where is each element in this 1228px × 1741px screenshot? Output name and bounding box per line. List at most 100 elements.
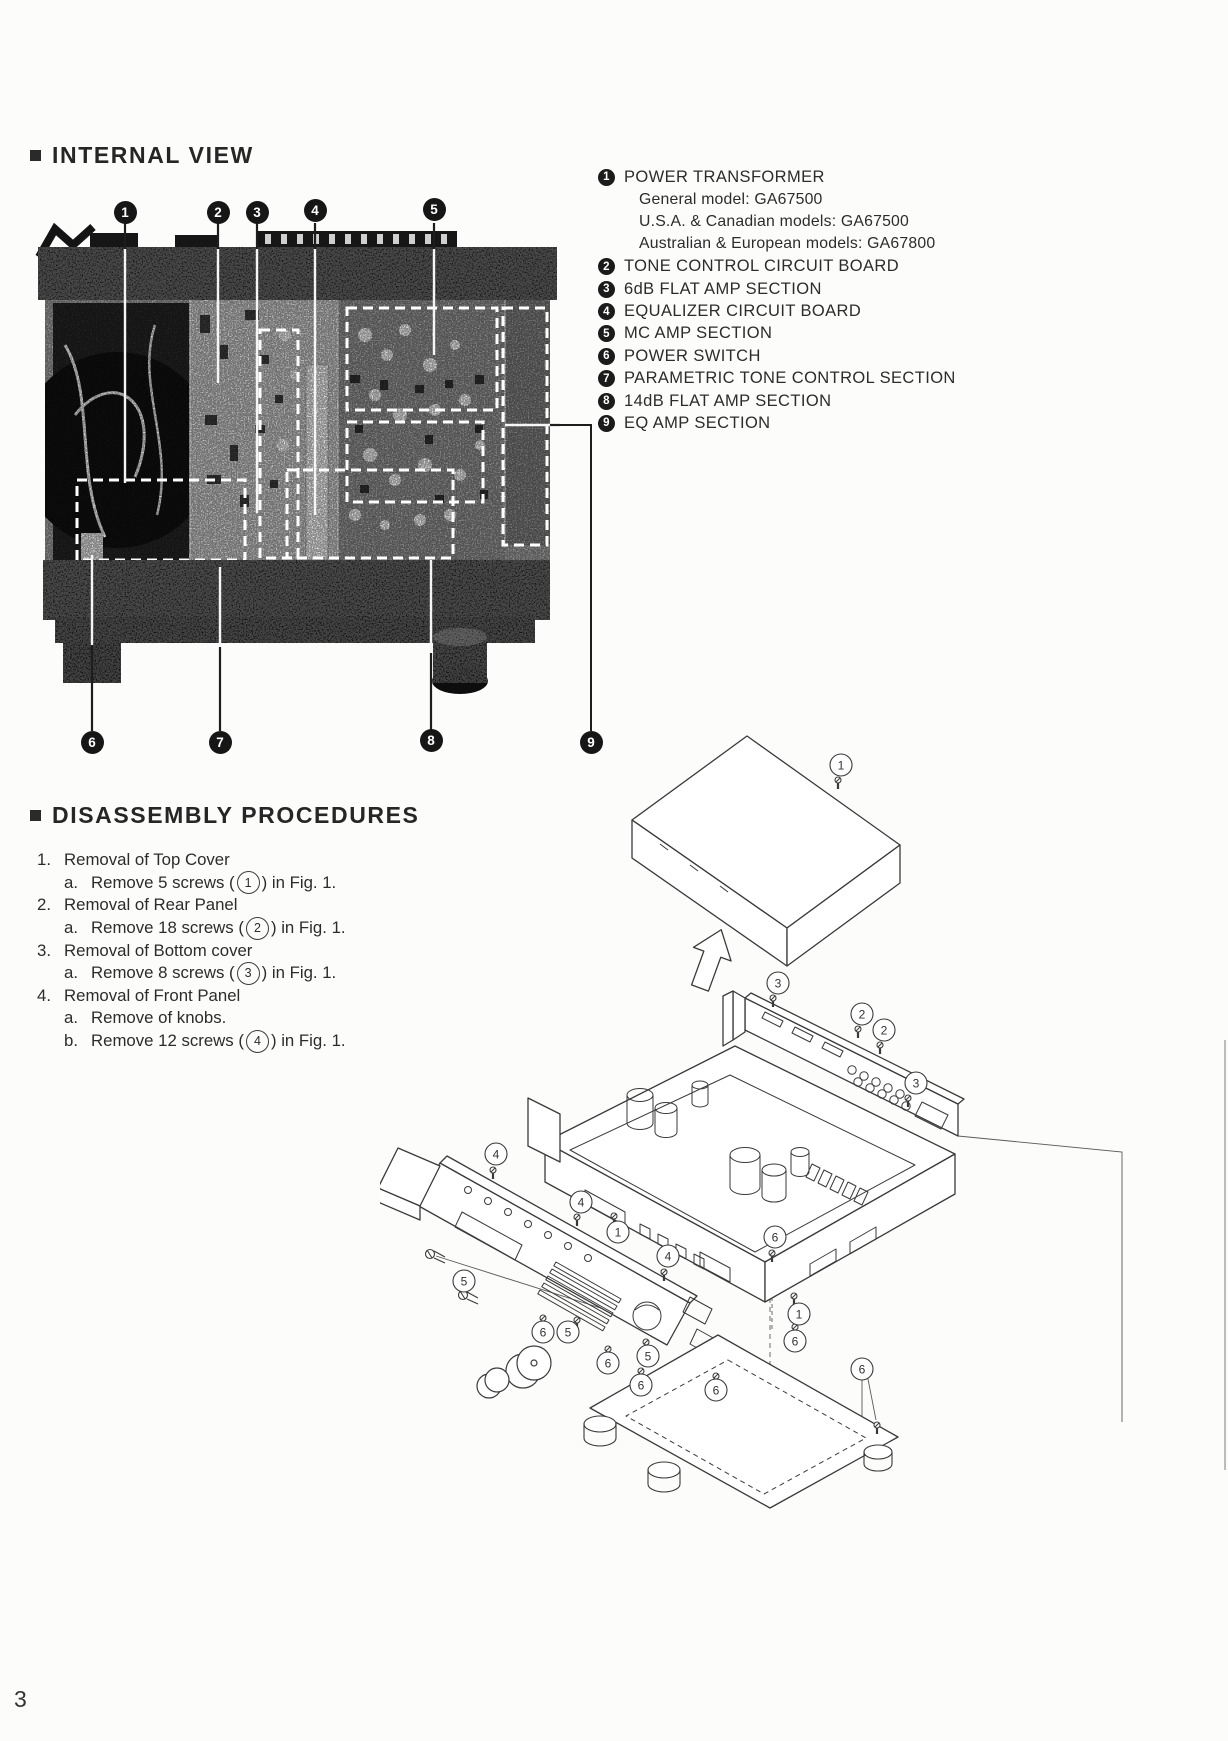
legend-bullet: 1	[598, 168, 615, 186]
top-cover	[631, 735, 901, 967]
fig-callout-number: 3	[775, 977, 782, 991]
fig-callout-number: 6	[713, 1384, 720, 1398]
section-outline-14db-flat-amp	[285, 468, 455, 560]
section-outline-parametric	[75, 478, 247, 562]
fig-callout-number: 3	[913, 1077, 920, 1091]
legend-item-6db-flat-amp: 3 6dB FLAT AMP SECTION	[598, 278, 1198, 300]
photo-callout-9: 9	[579, 730, 603, 754]
legend-item-14db-flat-amp: 8 14dB FLAT AMP SECTION	[598, 390, 1198, 412]
page-number: 3	[14, 1686, 27, 1712]
internal-view-legend: 1 POWER TRANSFORMER General model: GA675…	[598, 166, 1198, 435]
front-panel	[380, 1147, 716, 1399]
photo-callout-8: 8	[419, 728, 443, 752]
callout-9-connector-h	[559, 424, 592, 426]
legend-label: 6dB FLAT AMP SECTION	[624, 279, 822, 298]
fig-callout-number: 6	[772, 1231, 779, 1245]
legend-label: EQ AMP SECTION	[624, 413, 771, 432]
fig-callout-number: 6	[540, 1326, 547, 1340]
scan-edge-artifact	[1224, 1040, 1226, 1470]
step-title: Removal of Front Panel	[64, 985, 241, 1005]
fig-callout-number: 6	[792, 1335, 799, 1349]
power-cord	[35, 222, 96, 259]
substep-text: Remove 5 screws (	[91, 872, 235, 892]
legend-bullet: 2	[598, 258, 615, 276]
disassembly-steps: 1. Removal of Top Cover a. Remove 5 scre…	[37, 849, 477, 1053]
fig-callout-number: 5	[565, 1326, 572, 1340]
fig-callout-number: 5	[461, 1275, 468, 1289]
step-3: 3. Removal of Bottom cover	[37, 939, 477, 962]
section-outline-mc-amp	[345, 306, 499, 412]
disassembly-heading: DISASSEMBLY PROCEDURES	[30, 802, 420, 829]
internal-view-title: INTERNAL VIEW	[52, 142, 254, 168]
fig-callout-number: 6	[859, 1363, 866, 1377]
circled-number: 3	[236, 961, 260, 985]
substep-text: ) in Fig. 1.	[270, 918, 346, 938]
step-1a: a. Remove 5 screws ( 1 ) in Fig. 1.	[37, 871, 477, 895]
heading-square-bullet	[30, 810, 41, 821]
legend-item-power-switch: 6 POWER SWITCH	[598, 345, 1198, 367]
legend-label: MC AMP SECTION	[624, 324, 773, 343]
legend-item-mc-amp: 5 MC AMP SECTION	[598, 323, 1198, 345]
section-outline-eq-amp	[501, 306, 549, 547]
legend-label: EQUALIZER CIRCUIT BOARD	[624, 302, 862, 321]
fig-callout-number: 1	[838, 759, 845, 773]
photo-callout-6: 6	[80, 730, 104, 754]
exploded-figure: 1 3 2 2 3 4 4 4 1 1 5 5 5 6 6 6 6 6 6 6	[380, 735, 1123, 1509]
substep-text: ) in Fig. 1.	[261, 872, 337, 892]
substep-text: ) in Fig. 1.	[261, 963, 337, 983]
fig-callout-number: 1	[615, 1226, 622, 1240]
legend-bullet: 3	[598, 280, 615, 298]
section-outline-mid	[345, 420, 485, 504]
step-number: 2.	[37, 895, 51, 915]
legend-item-tone-control: 2 TONE CONTROL CIRCUIT BOARD	[598, 256, 1198, 278]
step-2a: a. Remove 18 screws ( 2 ) in Fig. 1.	[37, 916, 477, 940]
internal-view-photo	[35, 222, 560, 731]
substep-letter: a.	[64, 918, 78, 938]
legend-bullet: 6	[598, 347, 615, 365]
step-title: Removal of Rear Panel	[64, 895, 238, 915]
fig-callout-number: 1	[796, 1308, 803, 1322]
fig-callout-number: 6	[605, 1357, 612, 1371]
fig-callout-number: 6	[638, 1379, 645, 1393]
photo-callout-7: 7	[208, 730, 232, 754]
photo-callout-1: 1	[113, 200, 137, 224]
legend-item-equalizer-board: 4 EQUALIZER CIRCUIT BOARD	[598, 300, 1198, 322]
photo-callout-5: 5	[422, 197, 446, 221]
callout-9-connector-v	[590, 424, 592, 731]
legend-bullet: 9	[598, 414, 615, 432]
substep-text: Remove 8 screws (	[91, 963, 235, 983]
lift-arrow-icon	[690, 929, 732, 992]
knobs	[476, 1345, 552, 1399]
step-4b: b. Remove 12 screws ( 4 ) in Fig. 1.	[37, 1029, 477, 1053]
internal-view-heading: INTERNAL VIEW	[30, 142, 254, 169]
fig-callout-number: 5	[645, 1350, 652, 1364]
photo-callout-2: 2	[206, 200, 230, 224]
substep-text: Remove 12 screws (	[91, 1031, 244, 1051]
fig-callout-number: 4	[665, 1250, 672, 1264]
legend-bullet: 4	[598, 303, 615, 321]
step-4a: a. Remove of knobs.	[37, 1007, 477, 1030]
substep-text: ) in Fig. 1.	[270, 1031, 346, 1051]
legend-label: PARAMETRIC TONE CONTROL SECTION	[624, 369, 956, 388]
fig-callout-number: 2	[881, 1024, 888, 1038]
photo-callout-4: 4	[303, 198, 327, 222]
photo-callout-3: 3	[245, 200, 269, 224]
step-number: 4.	[37, 985, 51, 1005]
legend-item-parametric-tone-control: 7 PARAMETRIC TONE CONTROL SECTION	[598, 368, 1198, 390]
substep-letter: a.	[64, 963, 78, 983]
step-number: 3.	[37, 940, 51, 960]
step-title: Removal of Top Cover	[64, 850, 230, 870]
legend-label: POWER TRANSFORMER	[624, 167, 825, 186]
legend-subline: General model: GA67500	[639, 190, 823, 208]
step-3a: a. Remove 8 screws ( 3 ) in Fig. 1.	[37, 961, 477, 985]
fig-callout-number: 4	[578, 1196, 585, 1210]
circled-number: 2	[245, 916, 269, 940]
legend-label: 14dB FLAT AMP SECTION	[624, 391, 832, 410]
fig-callout-number: 2	[859, 1008, 866, 1022]
fig-callouts: 1 3 2 2 3 4 4 4 1 1 5 5 5 6 6 6 6 6 6 6	[452, 753, 928, 1402]
section-outline-6db-flat-amp	[258, 328, 300, 560]
legend-item-power-transformer: 1 POWER TRANSFORMER	[598, 166, 1198, 188]
legend-bullet: 8	[598, 392, 615, 410]
feet	[583, 1415, 893, 1493]
heading-square-bullet	[30, 150, 41, 161]
